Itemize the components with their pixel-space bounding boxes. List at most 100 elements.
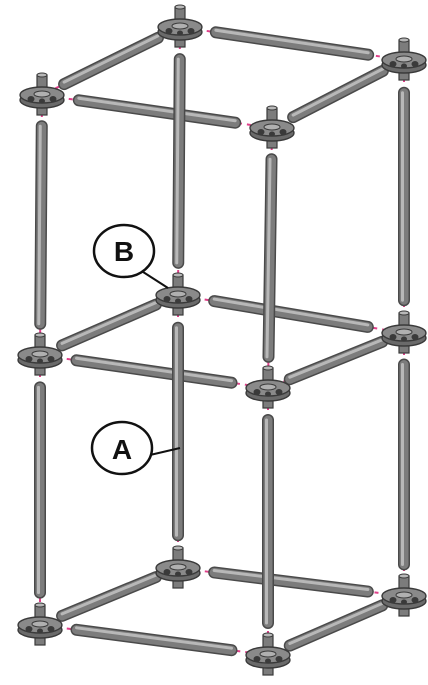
rod-highlight [60, 301, 158, 345]
hub-stem-cap [398, 573, 410, 579]
connector-hub [155, 545, 201, 589]
hub-socket [279, 129, 287, 135]
rod-highlight [175, 57, 180, 265]
hub-stem-cap [398, 37, 410, 43]
hub-center [31, 350, 49, 358]
hub-socket [165, 28, 173, 34]
hubs-layer [17, 4, 427, 676]
rod-highlight [288, 601, 384, 646]
hub-socket [37, 358, 43, 364]
hub-socket [25, 356, 33, 362]
rod-highlight [214, 28, 370, 55]
hub-socket [175, 298, 181, 304]
hub-socket [177, 30, 183, 36]
horizontal-rod [71, 355, 237, 388]
horizontal-rod [285, 337, 387, 384]
hub-center [395, 328, 413, 336]
hub-socket [47, 356, 55, 362]
hub-socket [47, 626, 55, 632]
horizontal-rod [209, 296, 373, 332]
hub-socket [265, 658, 271, 664]
hub-stem-cap [172, 545, 184, 551]
rod-highlight [74, 626, 234, 650]
connector-hub [19, 72, 65, 116]
hub-socket [411, 334, 419, 340]
horizontal-rod [57, 572, 161, 621]
callout-a-leader [149, 447, 181, 456]
hub-socket [163, 569, 171, 575]
hub-socket [389, 61, 397, 67]
hub-socket [269, 131, 275, 137]
rod-highlight [212, 297, 370, 327]
connector-hub [249, 105, 295, 149]
hub-center [31, 620, 49, 628]
hub-center [171, 22, 189, 30]
callout-a: A [90, 420, 181, 476]
hub-socket [401, 63, 407, 69]
connector-hub [17, 332, 63, 376]
horizontal-rod [74, 95, 240, 128]
horizontal-rod [285, 600, 387, 651]
callout-b: B [92, 223, 169, 289]
hub-stem-cap [34, 332, 46, 338]
callout-b-leader [139, 269, 169, 289]
connector-hub [381, 37, 427, 81]
callout-b-bubble [92, 223, 156, 279]
hub-socket [27, 96, 35, 102]
hub-socket [275, 656, 283, 662]
callout-a-bubble [90, 420, 154, 476]
connector-hub [381, 573, 427, 617]
hub-center [263, 123, 281, 131]
hub-socket [37, 628, 43, 634]
rod-highlight [62, 34, 160, 84]
hub-socket [175, 571, 181, 577]
connector-hub [155, 272, 201, 316]
hub-stem-cap [172, 272, 184, 278]
rod-highlight [291, 67, 385, 117]
hub-socket [401, 599, 407, 605]
connector-hub [17, 602, 63, 646]
hub-socket [187, 28, 195, 34]
hub-socket [253, 389, 261, 395]
hub-socket [389, 597, 397, 603]
rods-layer [34, 26, 410, 657]
hub-center [169, 290, 187, 298]
hub-socket [389, 334, 397, 340]
hub-socket [257, 129, 265, 135]
hub-socket [411, 597, 419, 603]
callout-a-label: A [112, 434, 132, 465]
hub-stem-cap [266, 105, 278, 111]
connector-hub [245, 632, 291, 676]
horizontal-rod [211, 27, 373, 60]
hub-stem-cap [398, 310, 410, 316]
rod-highlight [74, 356, 234, 383]
hub-socket [185, 296, 193, 302]
rod-highlight [212, 568, 370, 592]
hub-socket [185, 569, 193, 575]
horizontal-rod [57, 300, 161, 350]
connector-hub [245, 365, 291, 409]
hub-socket [163, 296, 171, 302]
hub-socket [401, 336, 407, 342]
horizontal-rod [209, 567, 373, 597]
hub-socket [39, 98, 45, 104]
hub-center [33, 90, 51, 98]
hub-center [169, 563, 187, 571]
hub-socket [275, 389, 283, 395]
connector-hub [157, 4, 203, 48]
hub-center [259, 650, 277, 658]
hub-center [395, 591, 413, 599]
rod-highlight [265, 157, 272, 359]
hub-socket [411, 61, 419, 67]
hub-center [395, 55, 413, 63]
rod-highlight [288, 338, 384, 379]
callout-b-label: B [114, 236, 134, 267]
rod-highlight [37, 124, 42, 326]
hub-socket [25, 626, 33, 632]
connector-hub [381, 310, 427, 354]
rod-highlight [77, 96, 237, 123]
hub-stem-cap [36, 72, 48, 78]
hub-center [259, 383, 277, 391]
horizontal-rod [71, 625, 237, 655]
